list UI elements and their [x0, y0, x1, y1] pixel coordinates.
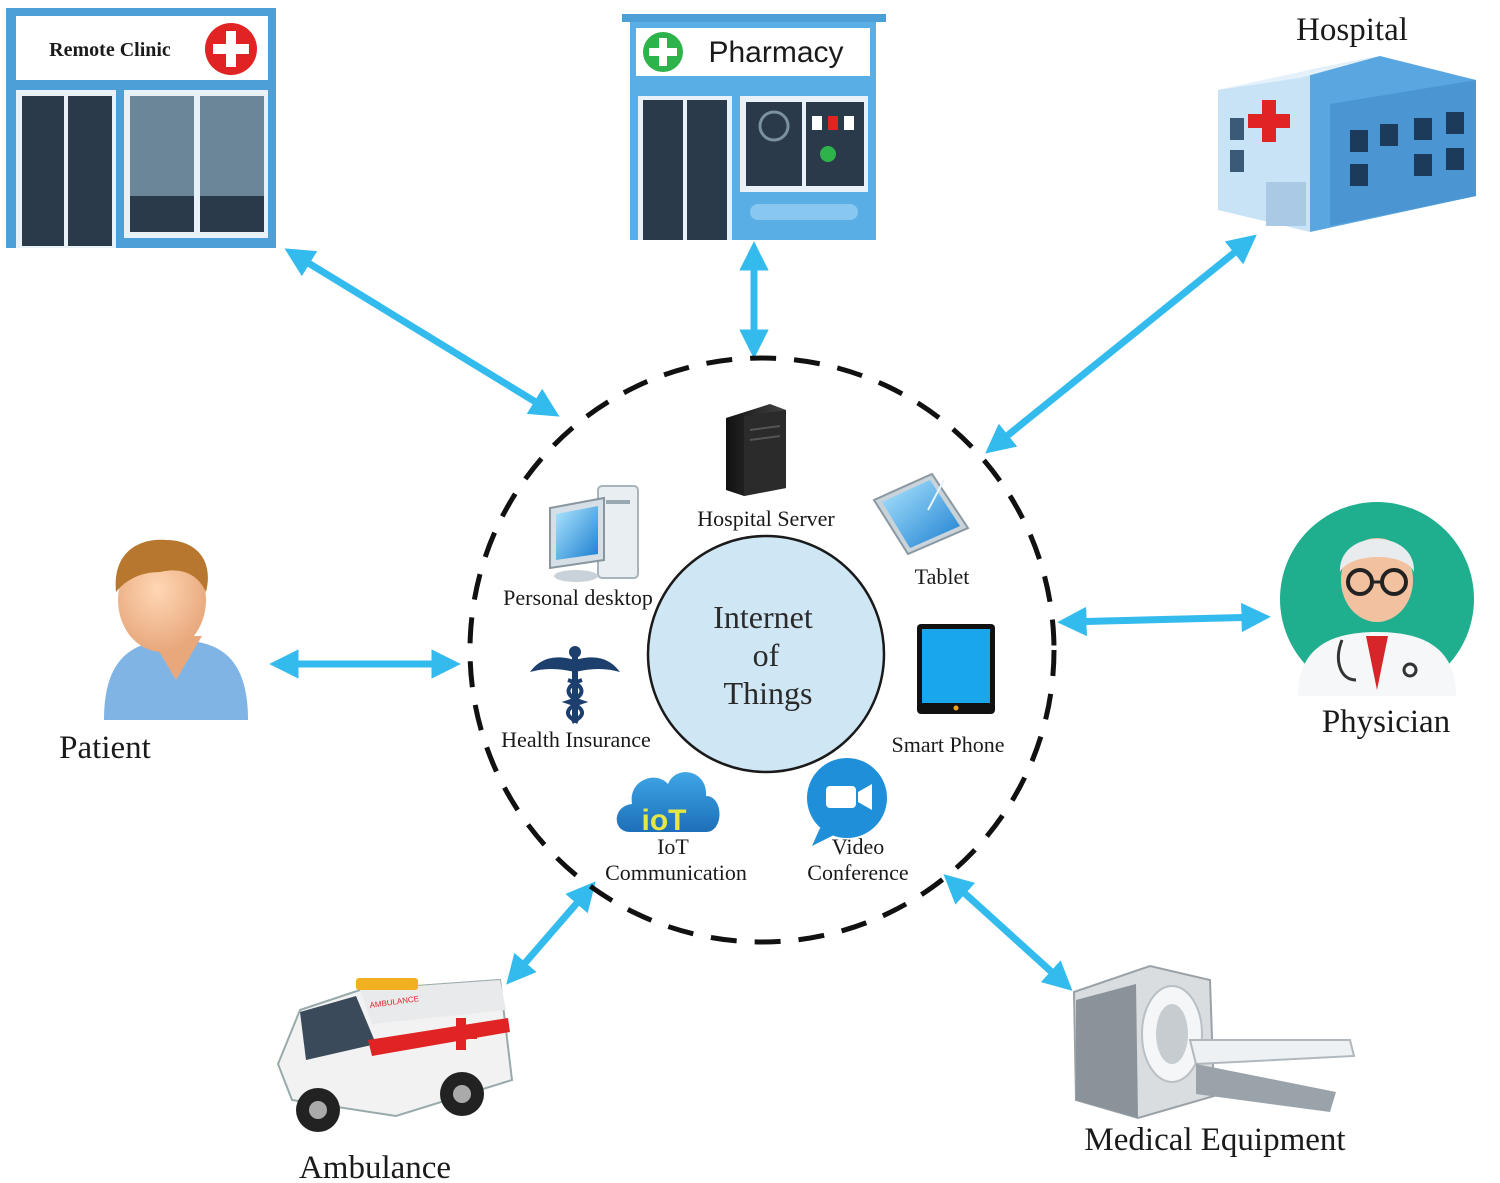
video-conference-label-line2: Conference [807, 860, 908, 885]
desktop-computer-icon [549, 485, 639, 582]
health-insurance-label: Health Insurance [501, 727, 651, 752]
patient-avatar-icon [104, 539, 248, 720]
iot-communication-label-line2: Communication [605, 860, 747, 885]
smart-phone-label: Smart Phone [891, 732, 1004, 757]
remote-clinic-label: Remote Clinic [49, 39, 171, 61]
hub-label-line1: Internet [713, 599, 813, 635]
iot-hub-circle [646, 534, 886, 774]
hub-label-line3: Things [724, 675, 813, 711]
hospital-server-icon [726, 404, 786, 496]
hospital-building-icon [1218, 56, 1476, 232]
iot-cloud-logo-text: ioT [642, 804, 687, 837]
hub-label-line2: of [753, 637, 780, 673]
tablet-icon [872, 472, 970, 556]
personal-desktop-label: Personal desktop [503, 585, 653, 610]
arrow-physician [1057, 602, 1271, 637]
connection-arrows [269, 234, 1271, 991]
iot-cloud-icon: ioT [616, 772, 720, 837]
arrow-ambulance [506, 881, 596, 985]
ambulance-label: Ambulance [299, 1150, 451, 1183]
iot-communication-label-line1: IoT [657, 834, 689, 859]
hospital-server-label: Hospital Server [697, 506, 835, 531]
hospital-label: Hospital [1296, 12, 1408, 48]
pharmacy-label: Pharmacy [708, 36, 843, 69]
patient-label: Patient [59, 730, 151, 766]
arrow-medical-equipment [943, 874, 1073, 991]
video-conference-label-line1: Video [832, 834, 884, 859]
video-camera-icon [807, 758, 887, 846]
iot-boundary-dashed-circle [467, 355, 1057, 945]
medical-equipment-label: Medical Equipment [1084, 1122, 1345, 1158]
physician-avatar-icon [1280, 502, 1474, 696]
iot-hub: Internet of Things [646, 534, 886, 774]
tablet-label: Tablet [915, 564, 970, 589]
remote-clinic-building-icon [6, 8, 276, 248]
ambulance-vehicle-icon: AMBULANCE [276, 978, 514, 1132]
pharmacy-building-icon [622, 14, 886, 240]
smartphone-icon [917, 624, 995, 714]
caduceus-icon [530, 646, 620, 724]
physician-label: Physician [1322, 704, 1450, 740]
arrow-remote-clinic [284, 248, 560, 417]
arrow-hospital [985, 234, 1257, 454]
ct-scanner-icon [1072, 964, 1356, 1120]
